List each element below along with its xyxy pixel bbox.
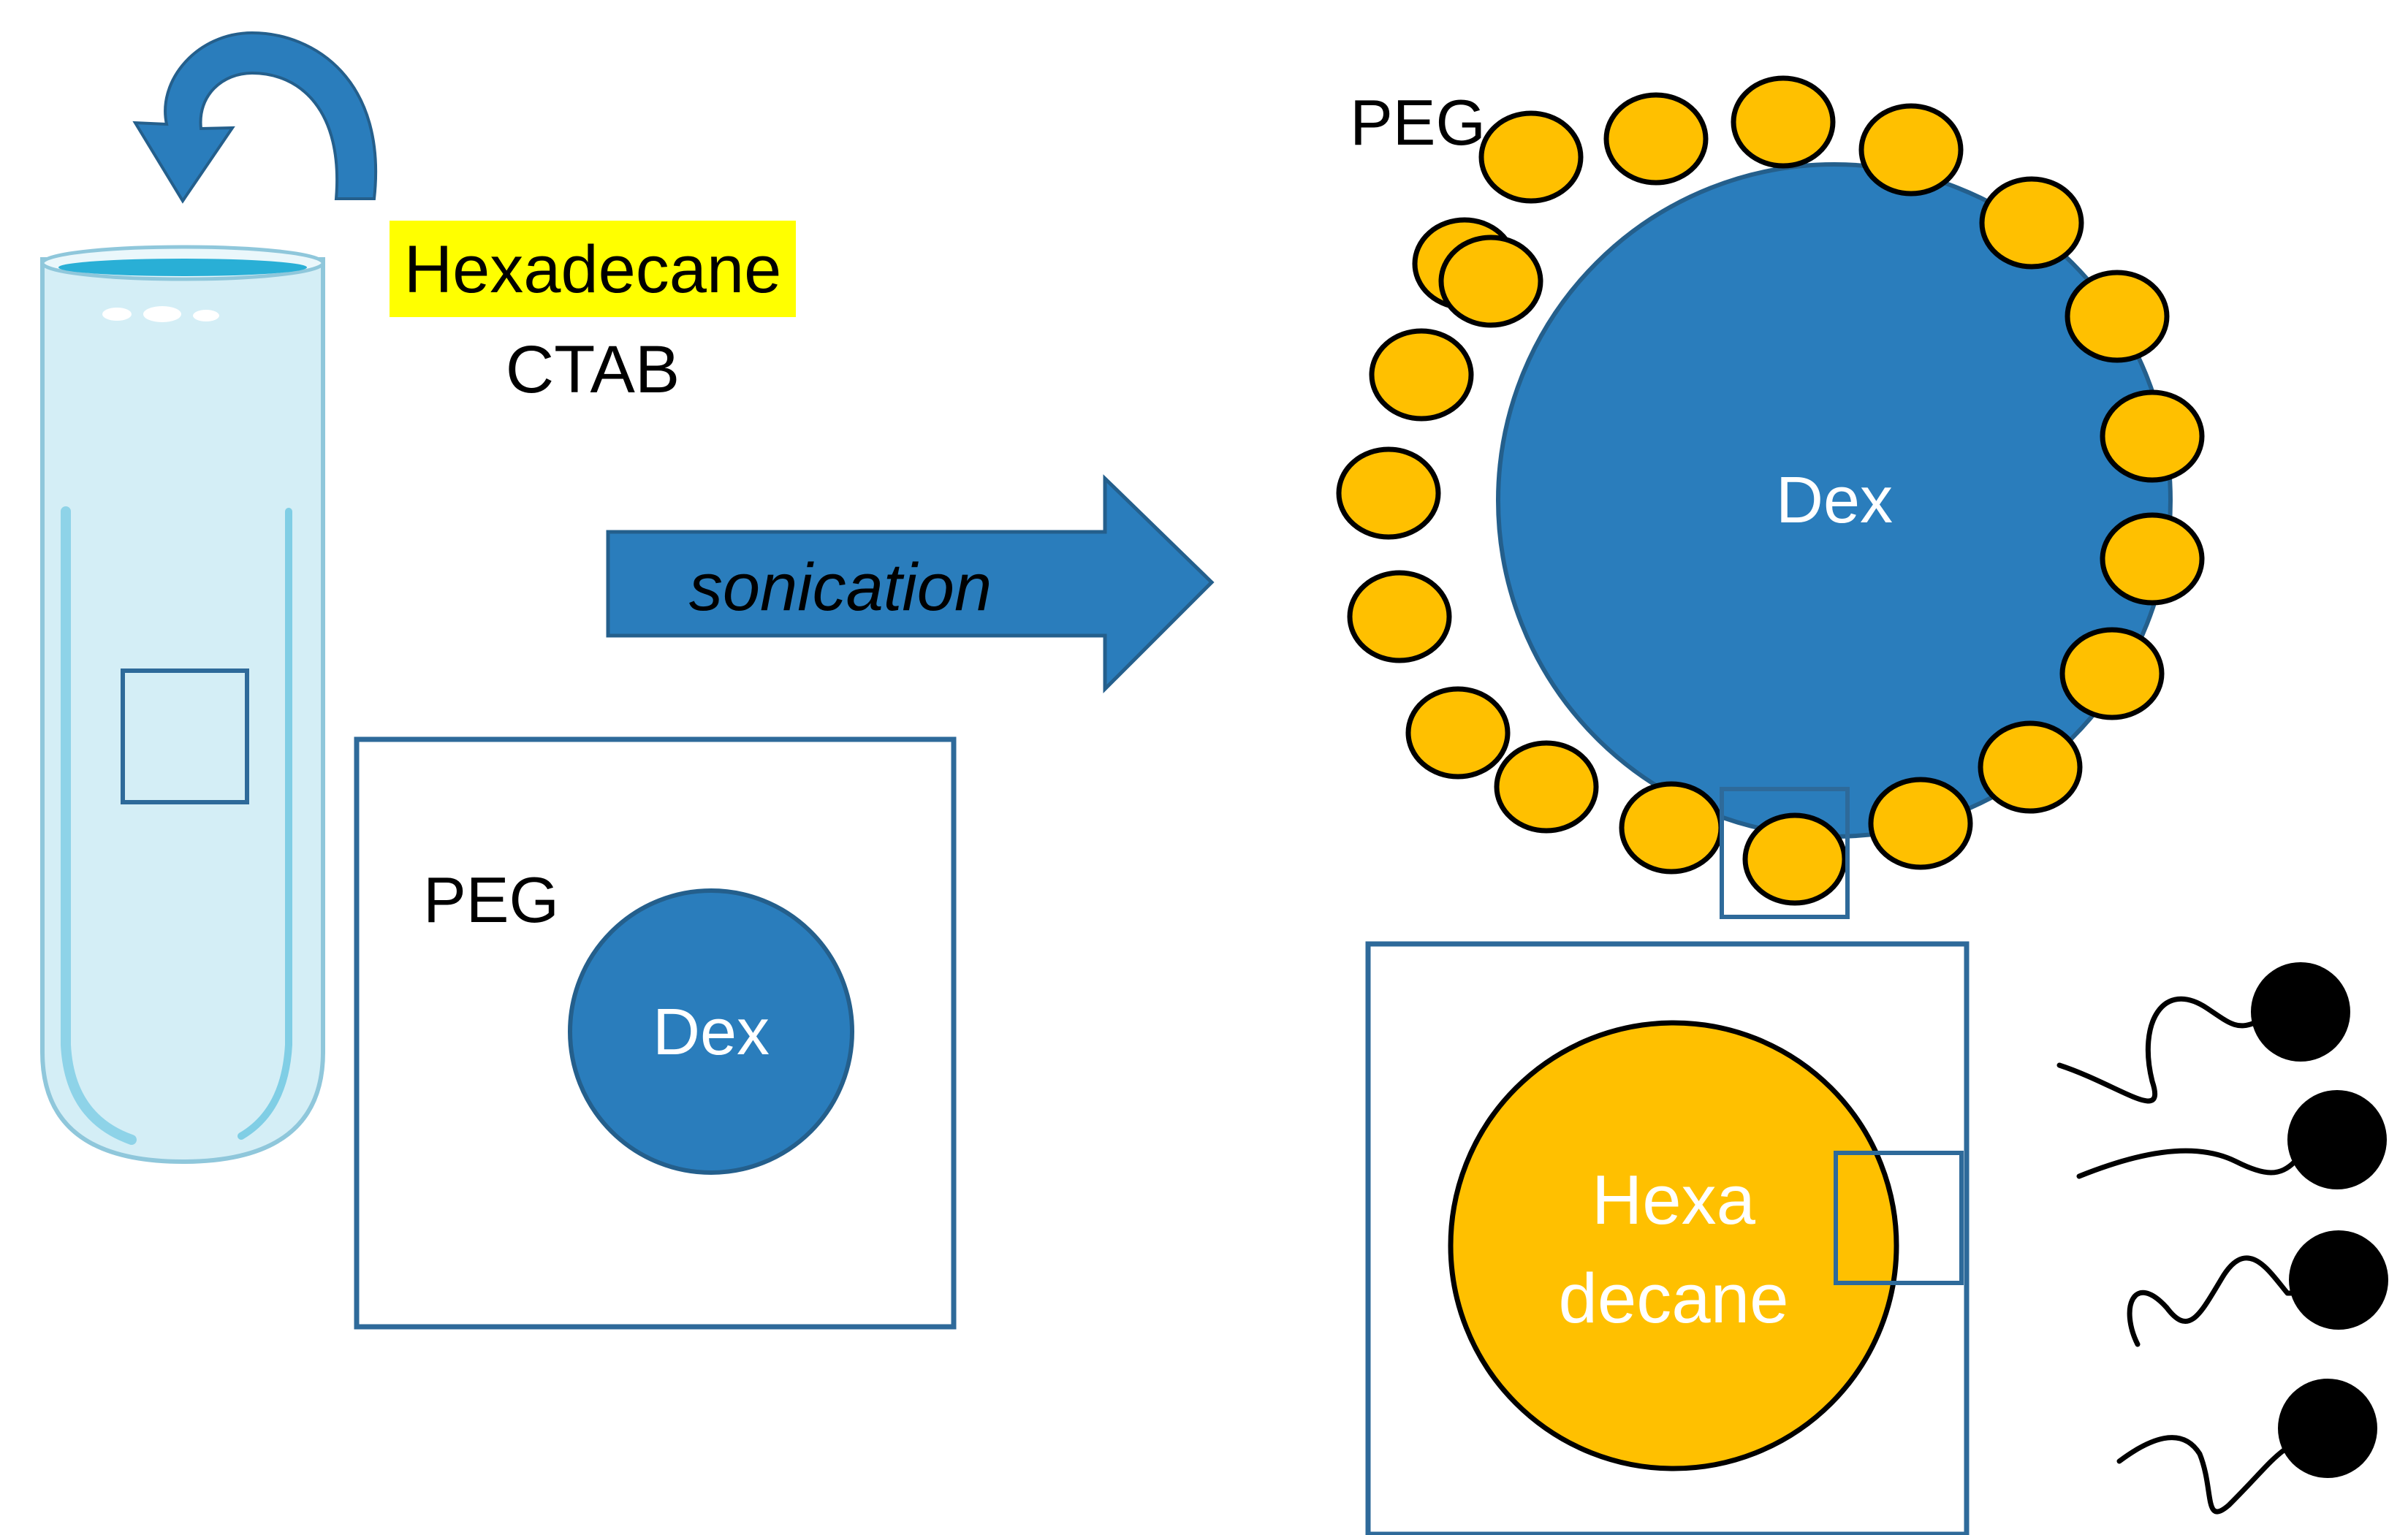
sonication-label: sonication [689, 550, 992, 625]
hexadecane-droplet-particle [2100, 512, 2205, 606]
hexadecane-droplet-particle [1858, 103, 1964, 197]
hexadecane-droplet-particle [1603, 92, 1709, 186]
surfactant-molecule-icon [2116, 1379, 2377, 1515]
pickering-peg-label: PEG [1350, 86, 1486, 159]
hexadecane-droplet-particle [1731, 75, 1836, 169]
interface-zoom-marker [1834, 1151, 1964, 1285]
surfactant-molecules [2056, 962, 2388, 1515]
hexadecane-droplet-particle [1405, 686, 1511, 780]
ctab-label: CTAB [506, 332, 680, 407]
droplet-zoom-marker [1720, 787, 1850, 919]
inset-peg-label: PEG [423, 864, 559, 936]
hexadecane-droplet-shell [1336, 75, 2205, 906]
test-tube-icon [40, 245, 325, 1165]
hexadecane-droplet [1448, 1020, 1899, 1471]
surfactant-molecule-icon [2127, 1230, 2388, 1347]
curved-arrow-icon [132, 31, 377, 204]
hexadecane-droplet-particle [1978, 720, 2083, 814]
pickering-dex-label: Dex [1776, 464, 1893, 537]
hexadecane-droplet-particle [2100, 389, 2205, 483]
hexadecane-droplet-particle [1478, 110, 1584, 204]
hexadecane-droplet-particle [1336, 446, 1441, 540]
hexadecane-droplet-particle [1742, 812, 1847, 906]
hexadecane-line1: Hexa [1592, 1161, 1756, 1239]
inset-hexadecane [1365, 941, 1970, 1535]
label-highlight [390, 221, 796, 317]
hexadecane-droplet-particle [1369, 328, 1474, 422]
hexadecane-droplet-particle [1438, 235, 1543, 328]
tube-zoom-marker [121, 669, 249, 804]
surfactant-molecule-icon [2056, 962, 2350, 1104]
hexadecane-droplet-particle [1868, 777, 1973, 870]
hexadecane-droplet-particle [2065, 270, 2170, 363]
inset-dex-label: Dex [653, 996, 770, 1069]
inset-dex-droplet [568, 888, 854, 1175]
right-arrow-icon [606, 474, 1215, 694]
hexadecane-droplet-particle [1979, 176, 2084, 270]
hexadecane-droplet-particle [1619, 781, 1724, 875]
hexadecane-label: Hexadecane [404, 232, 782, 307]
hexadecane-droplet-particle [2059, 627, 2165, 720]
hexadecane-line2: decane [1559, 1260, 1789, 1338]
surfactant-molecule-icon [2076, 1090, 2387, 1189]
inset-dex-in-peg [354, 736, 957, 1330]
hexadecane-droplet-particle [1347, 570, 1452, 663]
hexadecane-droplet-particle [1494, 740, 1599, 834]
